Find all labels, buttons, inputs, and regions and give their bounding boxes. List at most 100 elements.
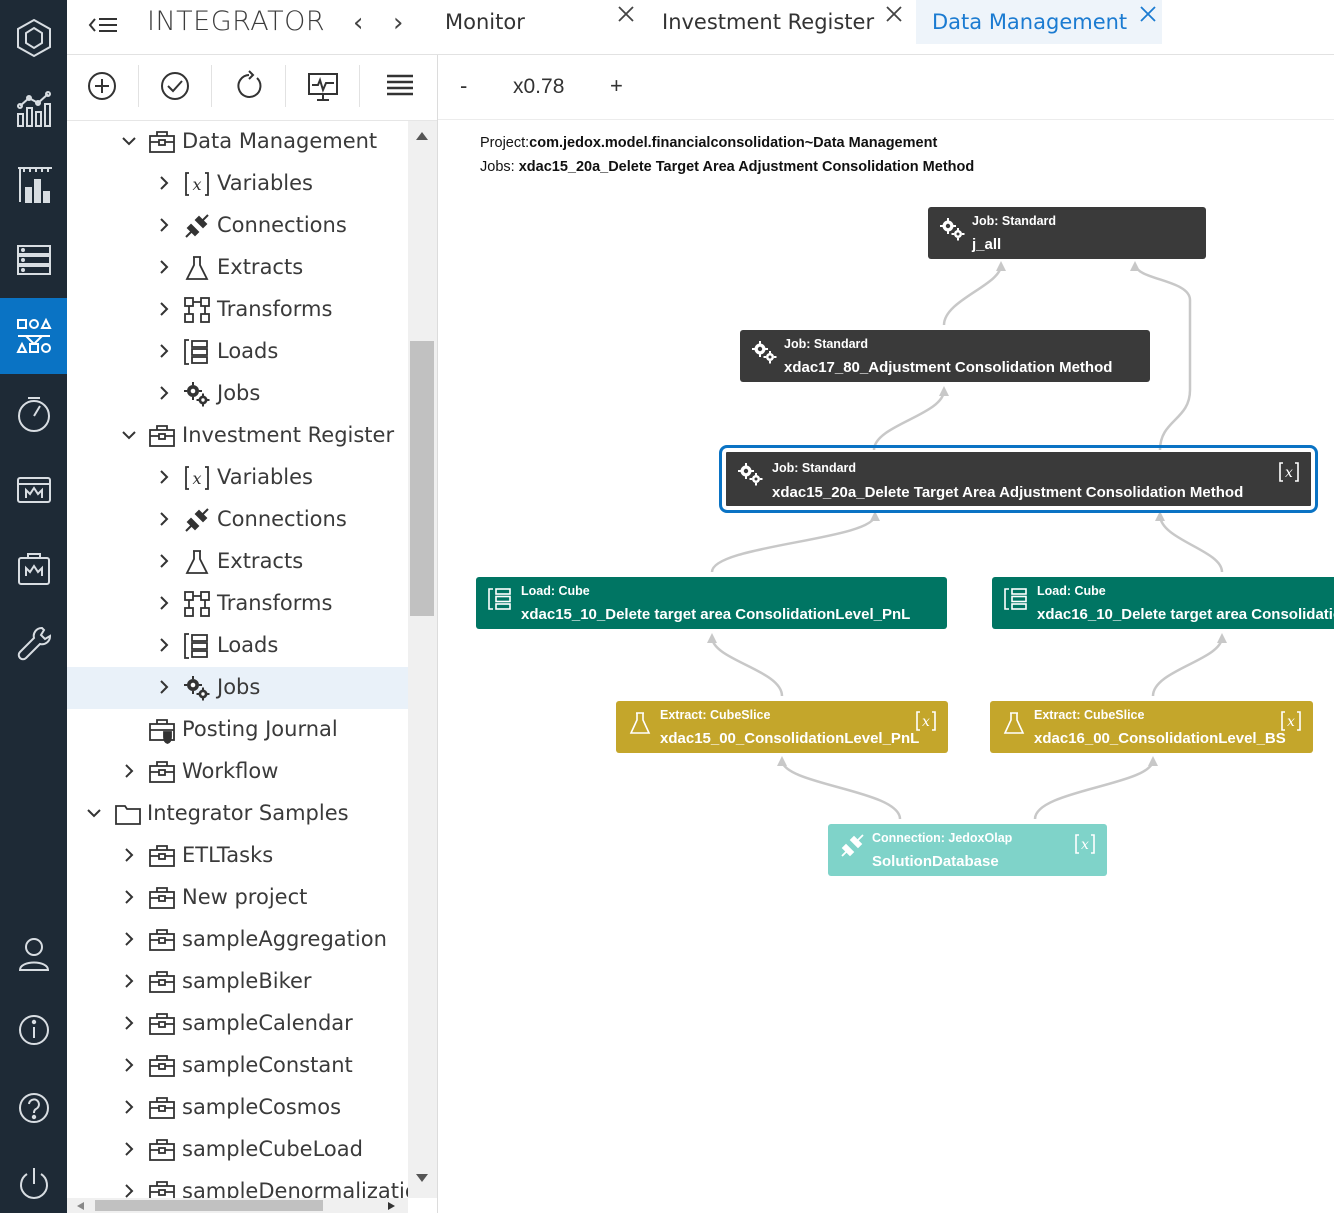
tab-investment-register[interactable]: Investment Register: [662, 0, 874, 44]
tree-item[interactable]: Connections: [67, 499, 408, 541]
tree-item[interactable]: Loads: [67, 331, 408, 373]
scroll-thumb[interactable]: [410, 341, 434, 616]
tree-item[interactable]: sampleConstant: [67, 1045, 408, 1087]
next-tab-button[interactable]: ›: [393, 8, 404, 38]
chevron-right-icon[interactable]: [120, 972, 138, 990]
validate-icon[interactable]: [157, 68, 193, 104]
chevron-right-icon[interactable]: [155, 216, 173, 234]
chevron-right-icon[interactable]: [120, 1182, 138, 1198]
chevron-right-icon[interactable]: [155, 594, 173, 612]
tree-item[interactable]: sampleBiker: [67, 961, 408, 1003]
help-icon[interactable]: [0, 1070, 67, 1146]
close-icon[interactable]: [1138, 4, 1158, 24]
info-icon[interactable]: [0, 992, 67, 1068]
tree-item[interactable]: Workflow: [67, 751, 408, 793]
close-icon[interactable]: [616, 4, 636, 24]
variables-icon[interactable]: x: [1073, 832, 1097, 856]
tree-item[interactable]: Investment Register: [67, 415, 408, 457]
close-icon[interactable]: [884, 4, 904, 24]
reports-icon[interactable]: [0, 452, 67, 528]
chevron-right-icon[interactable]: [155, 258, 173, 276]
chevron-right-icon[interactable]: [120, 888, 138, 906]
zoom-out-button[interactable]: -: [460, 73, 468, 98]
tree-item[interactable]: Jobs: [67, 373, 408, 415]
tree-item[interactable]: sampleCalendar: [67, 1003, 408, 1045]
tree-item[interactable]: sampleCosmos: [67, 1087, 408, 1129]
tree-item[interactable]: Loads: [67, 625, 408, 667]
scroll-left-icon[interactable]: [75, 1201, 85, 1211]
zoom-in-button[interactable]: +: [610, 73, 623, 98]
reports-chart-icon[interactable]: [0, 146, 67, 222]
chevron-right-icon[interactable]: [155, 510, 173, 528]
chevron-right-icon[interactable]: [155, 174, 173, 192]
tree-item[interactable]: Data Management: [67, 121, 408, 163]
dashboard-icon[interactable]: [0, 0, 67, 76]
chevron-right-icon[interactable]: [155, 678, 173, 696]
chevron-down-icon[interactable]: [120, 426, 138, 444]
tree-item[interactable]: Extracts: [67, 541, 408, 583]
tree-item[interactable]: Jobs: [67, 667, 408, 709]
variables-icon[interactable]: x: [914, 709, 938, 733]
power-icon[interactable]: [0, 1146, 67, 1222]
chevron-right-icon[interactable]: [120, 1140, 138, 1158]
analytics-icon[interactable]: [0, 70, 67, 146]
scroll-up-icon[interactable]: [415, 131, 429, 141]
scheduler-icon[interactable]: [0, 376, 67, 452]
chevron-right-icon[interactable]: [120, 1056, 138, 1074]
refresh-icon[interactable]: [231, 68, 267, 104]
menu-icon[interactable]: [382, 68, 418, 104]
tab-monitor[interactable]: Monitor: [445, 0, 525, 44]
data-icon[interactable]: [0, 222, 67, 298]
scroll-down-icon[interactable]: [415, 1173, 429, 1183]
store-icon[interactable]: [0, 530, 67, 606]
tree-vertical-scrollbar[interactable]: [408, 121, 437, 1198]
variables-icon[interactable]: x: [1279, 709, 1303, 733]
tools-icon[interactable]: [0, 606, 67, 682]
tree-item[interactable]: New project: [67, 877, 408, 919]
tab-data-management[interactable]: Data Management: [916, 0, 1162, 44]
chevron-down-icon[interactable]: [85, 804, 103, 822]
tree-horizontal-scrollbar[interactable]: [67, 1198, 408, 1213]
tree-item[interactable]: Posting Journal: [67, 709, 408, 751]
chevron-right-icon[interactable]: [120, 1098, 138, 1116]
tree-item[interactable]: sampleCubeLoad: [67, 1129, 408, 1171]
panel-splitter[interactable]: [437, 55, 438, 1213]
tree-item[interactable]: Transforms: [67, 289, 408, 331]
chevron-right-icon[interactable]: [155, 342, 173, 360]
tree-item[interactable]: Integrator Samples: [67, 793, 408, 835]
tree-item[interactable]: sampleDenormalization: [67, 1171, 408, 1198]
prev-tab-button[interactable]: ‹: [353, 8, 364, 38]
chevron-right-icon[interactable]: [155, 552, 173, 570]
scroll-right-icon[interactable]: [387, 1201, 397, 1211]
collapse-menu-icon[interactable]: [87, 10, 121, 40]
chevron-right-icon[interactable]: [120, 762, 138, 780]
chevron-right-icon[interactable]: [155, 636, 173, 654]
scroll-thumb[interactable]: [95, 1200, 323, 1211]
tree-item[interactable]: ETLTasks: [67, 835, 408, 877]
add-icon[interactable]: [84, 68, 120, 104]
chevron-right-icon[interactable]: [155, 468, 173, 486]
tree-item[interactable]: Connections: [67, 205, 408, 247]
integrator-icon[interactable]: [0, 298, 67, 374]
chevron-right-icon[interactable]: [120, 846, 138, 864]
chevron-down-icon[interactable]: [120, 132, 138, 150]
chevron-right-icon[interactable]: [155, 384, 173, 402]
monitor-icon[interactable]: [305, 68, 341, 104]
variables-icon[interactable]: x: [1277, 460, 1301, 484]
tree-item[interactable]: Transforms: [67, 583, 408, 625]
tree-item[interactable]: Extracts: [67, 247, 408, 289]
chevron-right-icon[interactable]: [120, 1014, 138, 1032]
user-icon[interactable]: [0, 916, 67, 992]
chevron-right-icon[interactable]: [120, 930, 138, 948]
